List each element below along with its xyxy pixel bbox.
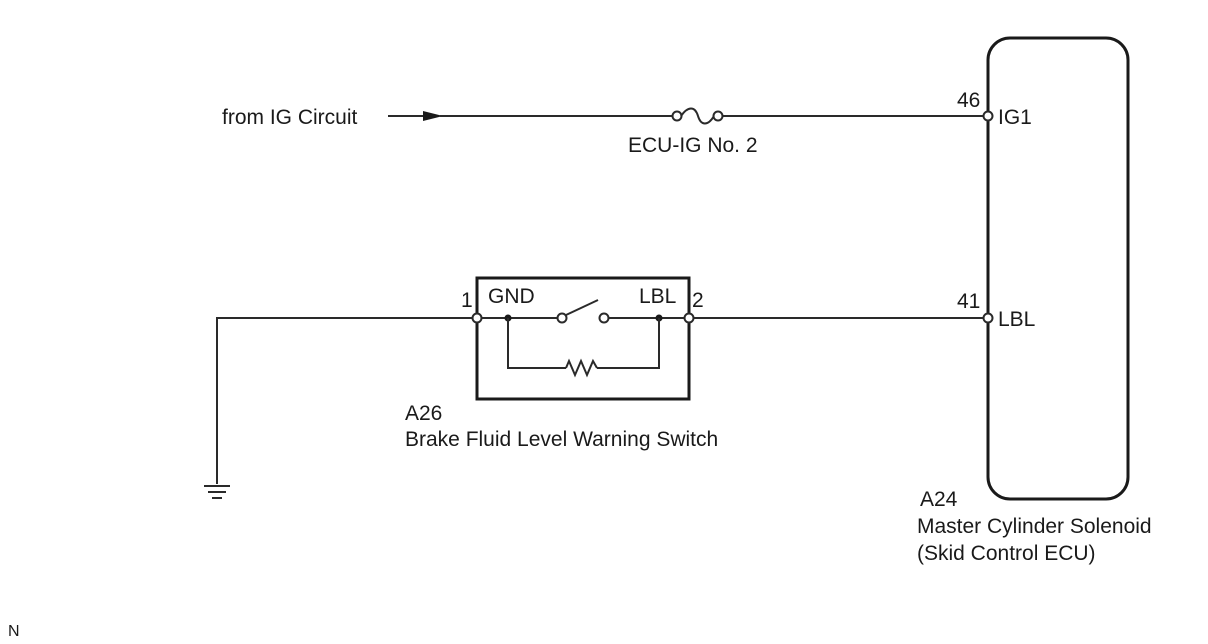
fuse-terminal-right [712,110,724,122]
ecu-pin-ig1-terminal [982,110,994,122]
ground-icon [204,485,230,499]
switch-pin2-number: 2 [692,289,704,312]
ecu-pin-lbl-terminal [982,312,994,324]
ecu-pin-ig1-name: IG1 [998,106,1032,129]
fuse-symbol [671,107,724,125]
switch-code: A26 [405,402,442,425]
ecu-box [986,36,1130,501]
resistor-symbol [565,358,598,378]
switch-pin1-terminal [471,312,483,324]
switch-contact-right [598,312,610,324]
fuse-element [680,107,715,125]
resistor-wire-right [597,318,660,369]
ecu-name-line2: (Skid Control ECU) [917,542,1096,565]
switch-pin2-name: LBL [639,285,676,308]
switch-pin1-name: GND [488,285,535,308]
arrow-right-icon [423,111,443,121]
switch-box [475,276,691,401]
fuse-terminal-left [671,110,683,122]
fuse-label: ECU-IG No. 2 [628,134,758,157]
ground-wire [216,317,473,484]
ecu-pin-lbl-number: 41 [957,290,980,313]
resistor-wire-left [507,318,566,369]
ecu-code: A24 [920,488,958,511]
switch-pin2-terminal [683,312,695,324]
switch-lever [565,299,599,316]
ecu-name-line1: Master Cylinder Solenoid [917,515,1152,538]
switch-contact-left [556,312,568,324]
source-label: from IG Circuit [222,106,358,129]
switch-name: Brake Fluid Level Warning Switch [405,428,718,451]
ecu-pin-lbl-name: LBL [998,308,1035,331]
footer-mark: N [8,623,20,640]
switch-pin1-number: 1 [461,289,473,312]
ecu-pin-ig1-number: 46 [957,89,980,112]
